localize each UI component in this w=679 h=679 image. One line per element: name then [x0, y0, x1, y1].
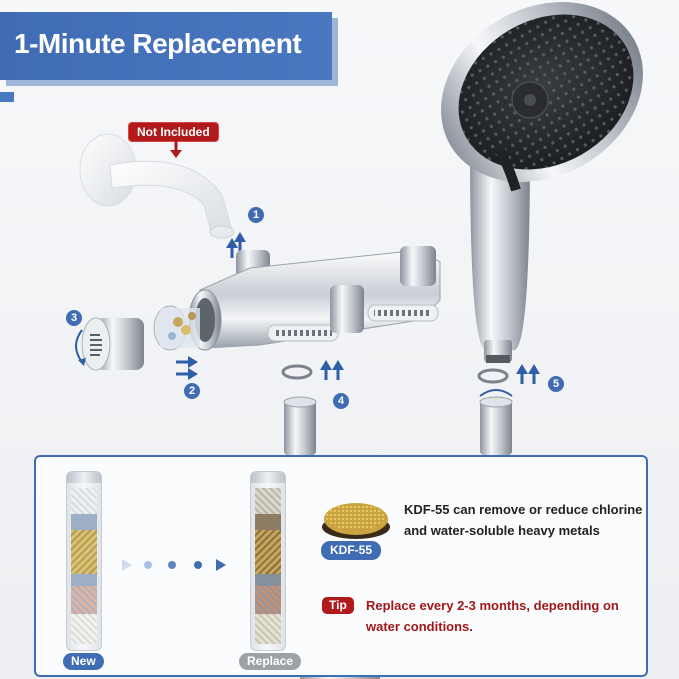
hand-shower: [441, 1, 643, 363]
progress-indicator: [122, 559, 226, 571]
filter-cartridge-inner: [153, 305, 200, 351]
tip-text: Replace every 2-3 months, depending on w…: [366, 598, 619, 634]
info-card: New Replace: [34, 455, 648, 677]
filter-body: [188, 246, 441, 351]
down-arrow-icon: [170, 140, 182, 158]
not-included-label: Not Included: [128, 122, 219, 142]
title-banner: 1-Minute Replacement: [0, 12, 332, 80]
tip-badge: Tip: [322, 597, 354, 614]
step-badge-2: 2: [184, 383, 200, 399]
page-title: 1-Minute Replacement: [14, 28, 302, 59]
kdf-label: KDF-55: [321, 541, 382, 560]
kdf-granules-image: [322, 503, 390, 539]
step-badge-3: 3: [66, 310, 82, 326]
new-cartridge-image: [66, 471, 102, 651]
step-badge-4: 4: [333, 393, 349, 409]
step-badge-5: 5: [548, 376, 564, 392]
new-label: New: [63, 653, 104, 670]
replace-label: Replace: [239, 653, 302, 670]
shower-arm: [79, 133, 235, 239]
step-badge-1: 1: [248, 207, 264, 223]
kdf-description: KDF-55 can remove or reduce chlorine and…: [404, 502, 643, 538]
replace-cartridge-image: [250, 471, 286, 651]
end-cap: [75, 317, 144, 371]
accent-bar: [0, 92, 14, 102]
